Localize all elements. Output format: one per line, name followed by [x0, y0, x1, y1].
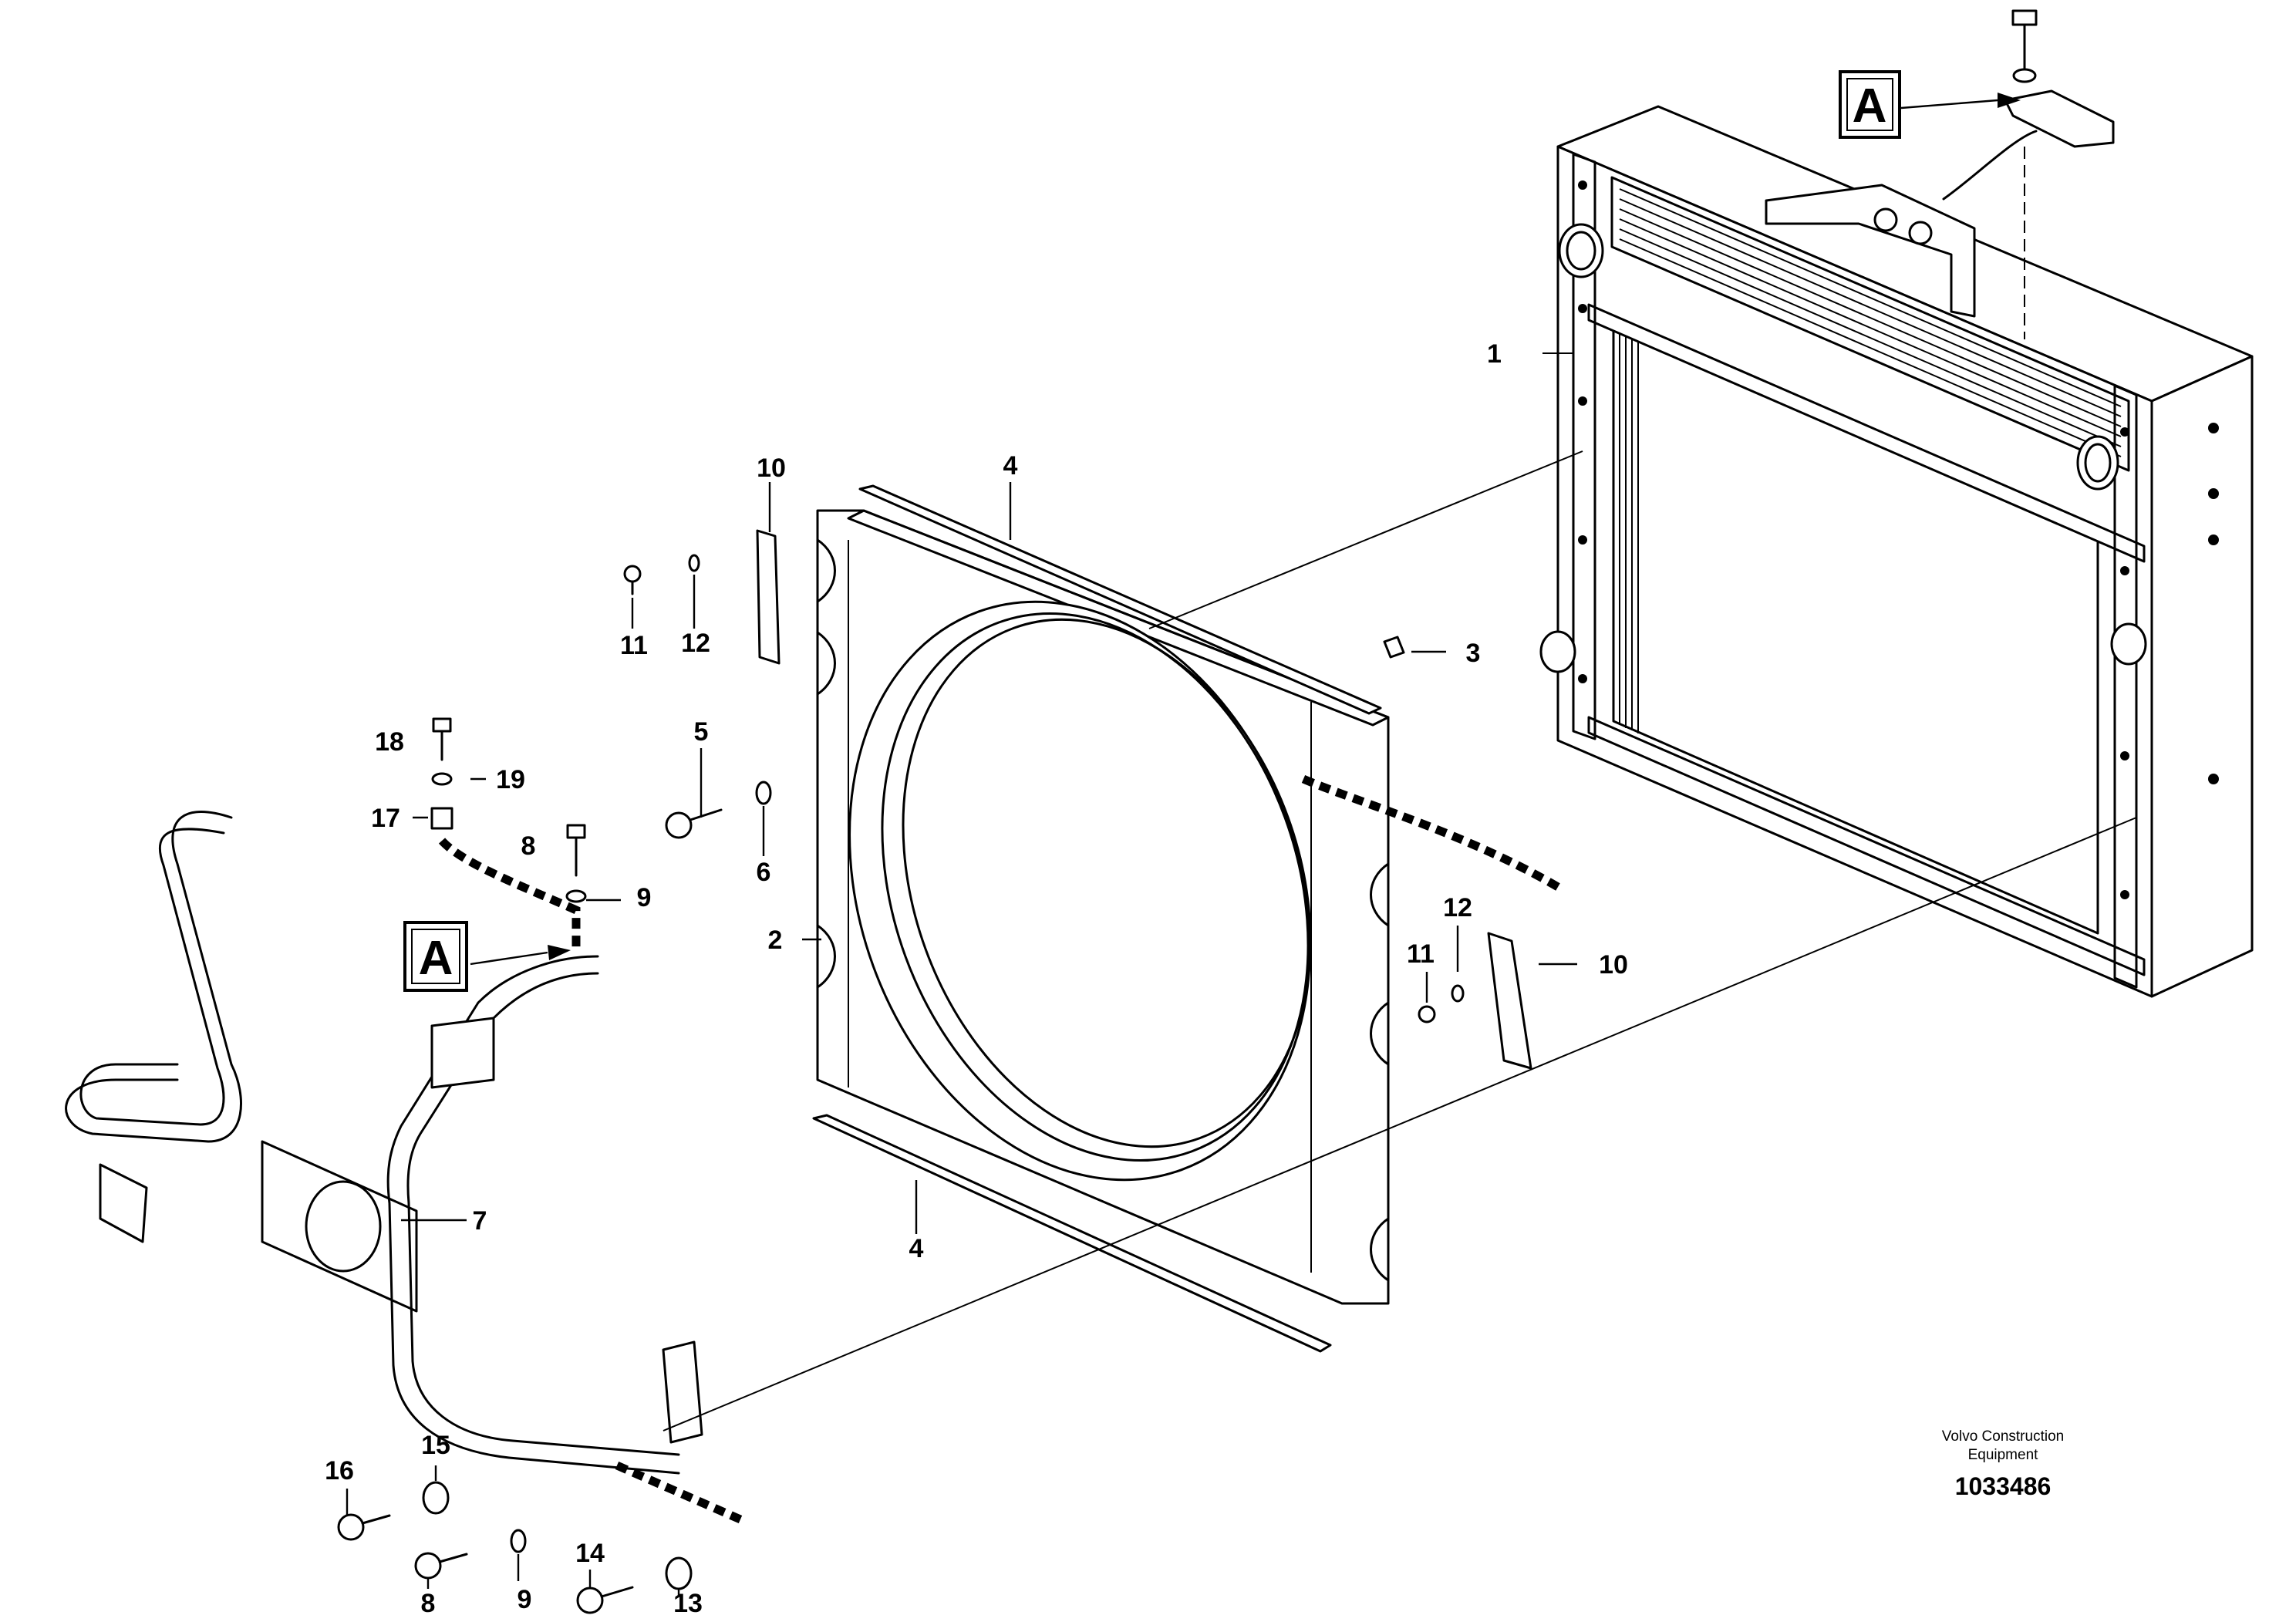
label-11-right: 11	[1407, 939, 1435, 969]
detail-a-top-bracket	[1942, 9, 2115, 339]
mounting-frame	[65, 811, 703, 1475]
label-11-left: 11	[620, 631, 648, 660]
fastener-bolt-11-left	[623, 554, 700, 595]
credit-line-1: Volvo Construction	[1942, 1428, 2064, 1445]
label-12-left: 12	[681, 629, 710, 658]
callout-a-left-text: A	[419, 932, 453, 985]
callout-a-top-text: A	[1853, 79, 1887, 133]
callout-a-top-box: A	[1839, 70, 1901, 139]
label-13: 13	[673, 1589, 703, 1618]
seal-strip-top	[858, 484, 1382, 715]
publisher-credit: Volvo Construction Equipment 1033486	[1942, 1428, 2064, 1500]
label-4-top: 4	[1003, 451, 1018, 481]
label-7: 7	[473, 1206, 487, 1236]
leader-lines	[346, 93, 2137, 1597]
clip-part-3	[1383, 636, 1405, 659]
label-8-upper: 8	[521, 831, 536, 861]
label-10-left: 10	[757, 454, 786, 483]
radiator-bolt-holes	[1578, 180, 2219, 899]
label-14: 14	[575, 1539, 605, 1568]
fastener-bolt-18	[430, 717, 453, 830]
radiator-pipe-connections	[1539, 223, 2147, 673]
credit-line-2: Equipment	[1968, 1447, 2039, 1463]
part-labels: 1 2 3 4 4 5 6 7 8 8 9 9 10 10 11 11 12 1…	[325, 339, 1628, 1618]
label-4-bottom: 4	[909, 1234, 924, 1263]
label-3: 3	[1466, 639, 1481, 668]
label-9-upper: 9	[637, 883, 652, 912]
fastener-bolt-11-right	[1418, 984, 1465, 1023]
document-number: 1033486	[1955, 1472, 2052, 1500]
label-6: 6	[757, 858, 771, 887]
callout-a-left-box: A	[403, 921, 468, 992]
fastener-bolt-8-upper	[565, 824, 587, 903]
label-9-lower: 9	[518, 1585, 532, 1614]
bracket-right-part-10	[1487, 932, 1532, 1070]
dashed-connectors	[438, 774, 1560, 1524]
fan-shroud	[816, 509, 1390, 1305]
fastener-bolts-lower	[337, 1481, 693, 1614]
label-10-right: 10	[1599, 950, 1628, 980]
fastener-bolt-5	[665, 781, 772, 839]
label-12-right: 12	[1443, 893, 1472, 922]
radiator-top-bracket	[1765, 184, 1976, 318]
label-1: 1	[1487, 339, 1502, 369]
label-18: 18	[375, 727, 404, 757]
radiator-assembly	[1539, 9, 2254, 998]
label-2: 2	[768, 926, 783, 955]
label-16: 16	[325, 1456, 354, 1485]
label-17: 17	[371, 804, 400, 833]
label-5: 5	[694, 717, 709, 747]
label-8-lower: 8	[421, 1589, 436, 1618]
label-15: 15	[421, 1431, 450, 1460]
seal-strip-bottom	[812, 1114, 1332, 1353]
label-19: 19	[496, 765, 525, 794]
bracket-left-part-10	[756, 529, 781, 665]
